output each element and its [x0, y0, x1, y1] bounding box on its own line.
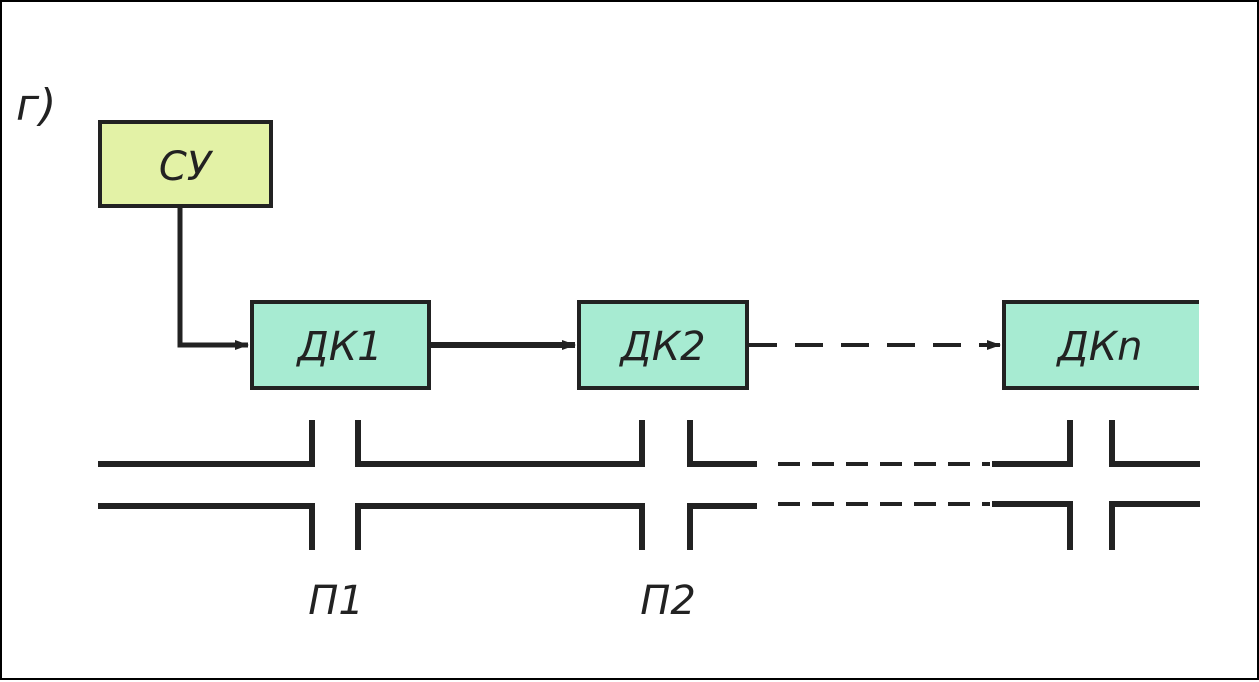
lower-rail-seg-3 — [687, 503, 757, 550]
bus-lines — [98, 420, 1200, 550]
upper-rail-seg-1 — [98, 420, 315, 467]
block-su-box — [98, 120, 273, 208]
su-to-dk1-arrow — [177, 207, 249, 350]
lower-rail-seg-5 — [1109, 501, 1200, 550]
block-dkn: ДКn — [1002, 300, 1199, 390]
lower-rail-seg-1 — [98, 503, 315, 550]
block-dk1-box — [250, 300, 431, 390]
block-dk2-label: ДК2 — [618, 324, 705, 370]
block-dk1: ДК1 — [250, 300, 431, 390]
panel-label: г) — [16, 80, 56, 131]
block-dk2-box — [577, 300, 749, 390]
block-dkn-box — [1002, 300, 1199, 390]
block-su-label: СУ — [159, 144, 214, 190]
upper-rail-seg-4 — [992, 420, 1073, 467]
upper-rail-seg-2 — [355, 420, 645, 467]
block-dk2: ДК2 — [577, 300, 749, 390]
connectors — [177, 207, 1001, 350]
block-dk1-label: ДК1 — [295, 324, 382, 370]
block-su: СУ — [98, 120, 273, 208]
block-dkn-label: ДКn — [1056, 324, 1143, 370]
junction-p2-label: П2 — [640, 578, 696, 624]
junction-p1-label: П1 — [308, 578, 364, 624]
upper-rail-seg-5 — [1109, 420, 1200, 467]
upper-rail-seg-3 — [687, 420, 757, 467]
lower-rail-seg-4 — [992, 501, 1073, 550]
lower-rail-seg-2 — [355, 503, 645, 550]
